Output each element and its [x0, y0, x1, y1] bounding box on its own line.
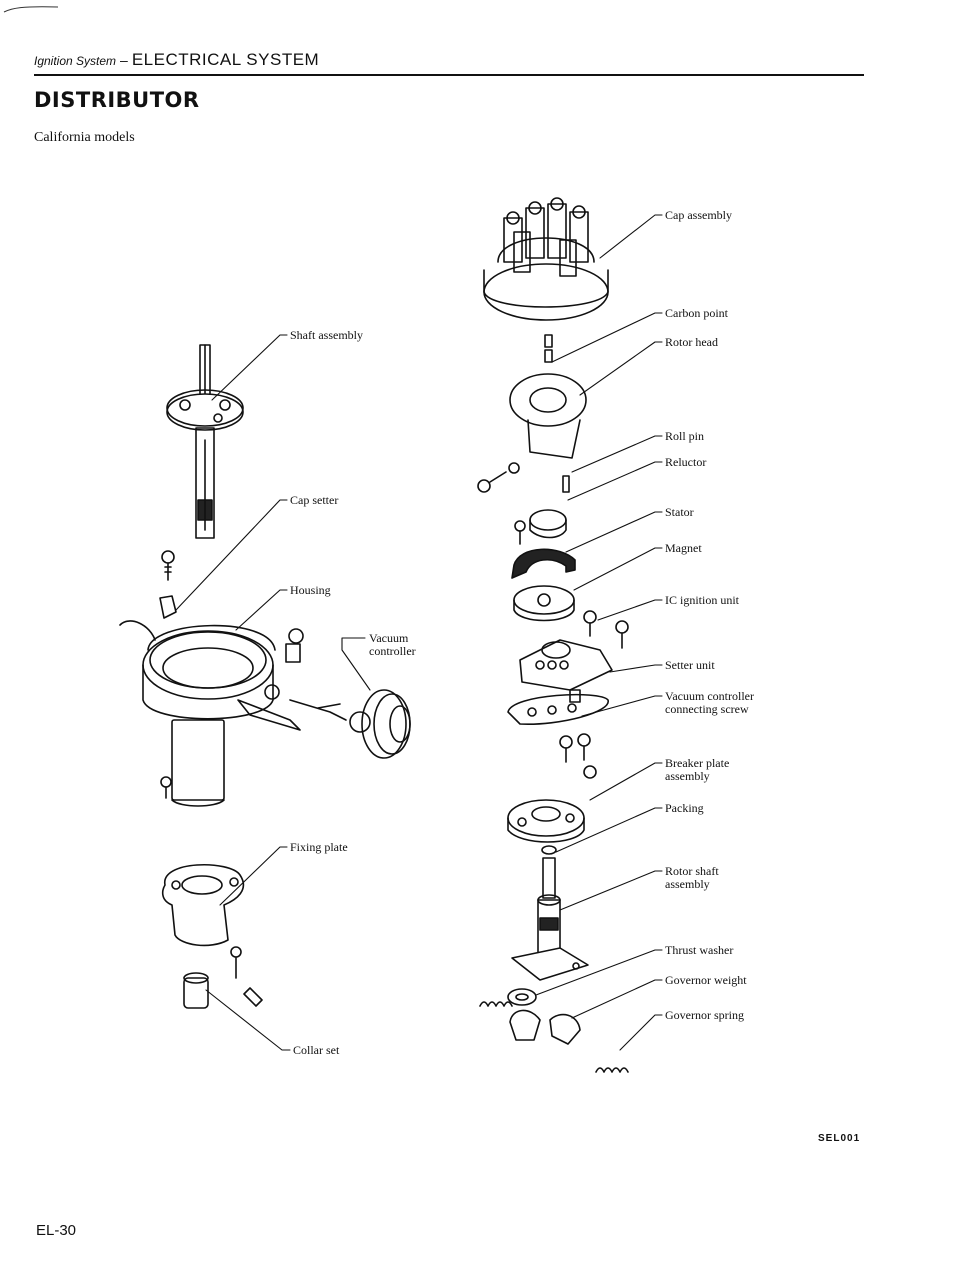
rotor-shaft-part	[511, 857, 589, 981]
label-governor-spring: Governor spring	[665, 1008, 744, 1022]
label-rotor-shaft-line2: assembly	[665, 877, 710, 891]
label-breaker-plate-line2: assembly	[665, 769, 710, 783]
label-rotor-shaft-line1: Rotor shaft	[665, 864, 719, 878]
page-header: Ignition System–ELECTRICAL SYSTEM	[34, 50, 864, 76]
page-subtitle: California models	[34, 130, 135, 145]
stator-screw-part	[514, 520, 526, 545]
cap-setter-part	[159, 595, 177, 619]
label-collar-set: Collar set	[293, 1043, 340, 1057]
label-cap-setter: Cap setter	[290, 493, 339, 507]
reluctor-part	[529, 509, 567, 539]
collar-set-part	[183, 946, 263, 1009]
governor-spring-right	[595, 1067, 629, 1073]
label-reluctor: Reluctor	[665, 455, 707, 469]
housing-part	[119, 620, 301, 807]
vacuum-controller-part	[289, 689, 411, 759]
label-vacuum-controller: Vacuum controller	[369, 632, 416, 658]
label-ic-ignition-unit: IC ignition unit	[665, 593, 740, 607]
rotor-head-part	[509, 373, 587, 459]
label-setter-unit: Setter unit	[665, 658, 715, 672]
label-fixing-plate: Fixing plate	[290, 840, 348, 854]
label-rotor-head: Rotor head	[665, 335, 718, 349]
corner-mark	[3, 6, 59, 13]
label-breaker-plate: Breaker plate assembly	[665, 757, 729, 783]
label-vacuum-controller-screw-line2: connecting screw	[665, 702, 749, 716]
roll-pin-part	[477, 462, 570, 493]
header-section: Ignition System	[34, 54, 117, 68]
label-governor-weight: Governor weight	[665, 973, 747, 987]
label-vacuum-controller-line1: Vacuum	[369, 631, 409, 645]
page-title: DISTRIBUTOR	[34, 88, 200, 112]
carbon-point-part	[544, 334, 553, 363]
label-vacuum-controller-line2: controller	[369, 644, 416, 658]
label-roll-pin: Roll pin	[665, 429, 705, 443]
unit-screws-part	[583, 610, 629, 649]
fixing-plate-part	[161, 863, 245, 947]
label-shaft-assembly: Shaft assembly	[290, 328, 363, 342]
label-vacuum-controller-screw-line1: Vacuum controller	[665, 689, 754, 703]
connecting-plate-part	[507, 689, 609, 725]
magnet-part	[511, 548, 576, 579]
header-separator: –	[120, 52, 128, 68]
breaker-screws-part	[559, 733, 597, 779]
label-thrust-washer: Thrust washer	[665, 943, 734, 957]
ic-ignition-unit-part	[513, 585, 575, 622]
label-breaker-plate-line1: Breaker plate	[665, 756, 730, 770]
label-carbon-point: Carbon point	[665, 306, 728, 320]
governor-spring-left	[479, 1001, 513, 1007]
label-packing: Packing	[665, 801, 704, 815]
cap-assembly-part	[483, 197, 609, 321]
page-number: EL-30	[36, 1222, 77, 1239]
label-stator: Stator	[665, 505, 694, 519]
label-vacuum-controller-screw: Vacuum controller connecting screw	[665, 690, 754, 716]
label-housing: Housing	[290, 583, 331, 597]
shaft-assembly-part	[166, 344, 244, 539]
packing-part	[541, 845, 557, 855]
bolt-part	[285, 628, 304, 663]
label-rotor-shaft: Rotor shaft assembly	[665, 865, 719, 891]
label-cap-assembly: Cap assembly	[665, 208, 732, 222]
leader-lines	[175, 214, 663, 1051]
header-chapter: ELECTRICAL SYSTEM	[131, 50, 320, 69]
setter-unit-part	[519, 639, 613, 691]
small-screw-part	[160, 776, 172, 799]
label-magnet: Magnet	[665, 541, 702, 555]
breaker-plate-part	[507, 799, 585, 843]
governor-part	[507, 988, 581, 1045]
figure-code: SEL001	[818, 1133, 861, 1144]
screw-part	[161, 550, 175, 581]
